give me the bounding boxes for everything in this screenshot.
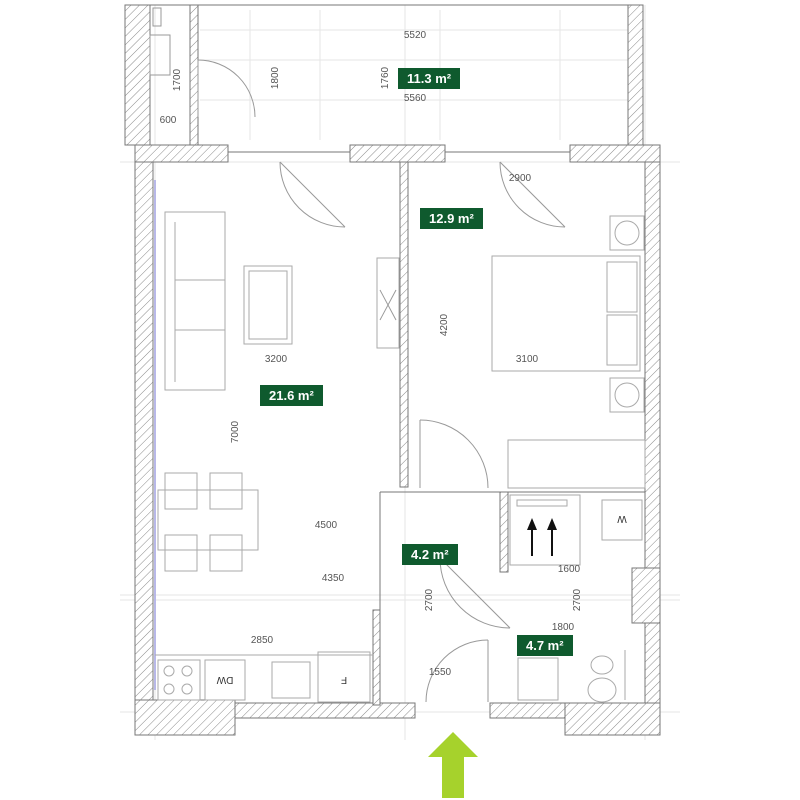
dim-bath-depth: 2700 bbox=[572, 588, 583, 611]
wall-left bbox=[134, 161, 154, 718]
wall-partition-vertical bbox=[399, 161, 409, 488]
wall-top-left bbox=[134, 144, 229, 163]
arrow-up-icon bbox=[547, 518, 557, 556]
fridge-label: F bbox=[341, 674, 347, 685]
wall-top-right bbox=[569, 144, 661, 163]
walls bbox=[134, 144, 661, 736]
area-label-balcony: 11.3 m² bbox=[398, 68, 461, 89]
balcony-storage bbox=[149, 34, 171, 76]
shower-arrows bbox=[527, 518, 557, 556]
kitchen bbox=[155, 651, 373, 703]
washer-label: W bbox=[617, 513, 627, 524]
coffee-table bbox=[243, 265, 293, 345]
wall-right-notch bbox=[631, 567, 661, 624]
wardrobe bbox=[507, 439, 646, 489]
cooktop bbox=[157, 659, 201, 701]
dim-balcony-storage: 600 bbox=[160, 115, 177, 126]
dim-bath-width-low: 1800 bbox=[552, 622, 575, 633]
balcony-door-swing bbox=[197, 59, 256, 118]
balcony-wall-right bbox=[627, 4, 644, 146]
shower bbox=[509, 494, 581, 566]
dim-living-width-low: 4350 bbox=[322, 573, 345, 584]
door-bedroom bbox=[419, 419, 489, 489]
dim-bedroom-depth: 4200 bbox=[439, 313, 450, 336]
bedroom-furniture bbox=[491, 215, 646, 489]
dim-living-width-mid: 4500 bbox=[315, 520, 338, 531]
dining-table bbox=[157, 489, 259, 551]
dim-balcony-width-inner: 5560 bbox=[404, 93, 427, 104]
dishwasher-label: DW bbox=[216, 674, 233, 685]
chair-2 bbox=[209, 472, 243, 510]
wall-right bbox=[644, 161, 661, 718]
wall-bottom-left bbox=[134, 699, 236, 736]
wall-bottom-right bbox=[489, 702, 566, 719]
toilet bbox=[587, 677, 617, 703]
sofa bbox=[164, 211, 226, 391]
chair-3 bbox=[164, 534, 198, 572]
dim-balcony-depth-a: 1700 bbox=[172, 68, 183, 91]
dim-balcony-depth-c: 1760 bbox=[380, 66, 391, 89]
chair-1 bbox=[164, 472, 198, 510]
sink bbox=[271, 661, 311, 699]
tv-unit bbox=[376, 257, 400, 349]
dishwasher bbox=[204, 659, 246, 701]
area-label-bedroom: 12.9 m² bbox=[420, 208, 483, 229]
door-entrance bbox=[425, 639, 489, 703]
balcony-drain bbox=[152, 7, 162, 27]
door-bathroom bbox=[439, 557, 511, 629]
fridge bbox=[317, 651, 371, 703]
dim-kitchen-width: 2850 bbox=[251, 635, 274, 646]
dim-hall-depth: 2700 bbox=[424, 588, 435, 611]
dim-hall-width: 1550 bbox=[429, 667, 452, 678]
area-label-living: 21.6 m² bbox=[260, 385, 323, 406]
wall-hall-left bbox=[372, 609, 381, 706]
balcony-wall-left bbox=[124, 4, 151, 146]
chair-4 bbox=[209, 534, 243, 572]
arrow-up-icon bbox=[527, 518, 537, 556]
dim-bedroom-inner-width: 3100 bbox=[516, 354, 539, 365]
living-furniture bbox=[157, 211, 400, 572]
bathroom-fixtures bbox=[509, 494, 643, 703]
wall-bath-left bbox=[499, 491, 509, 573]
entrance-arrow-icon bbox=[428, 732, 478, 798]
washer bbox=[601, 499, 643, 541]
area-label-hall: 4.2 m² bbox=[402, 544, 458, 565]
dim-living-width-top: 3200 bbox=[265, 354, 288, 365]
wall-bottom-far-right bbox=[564, 702, 661, 736]
dim-bath-width-top: 1600 bbox=[558, 564, 581, 575]
bath-sink bbox=[517, 657, 559, 701]
dimension-labels: 5520 5560 1700 1800 1760 600 2900 4200 3… bbox=[160, 30, 583, 678]
balcony-rail-left bbox=[189, 4, 199, 146]
wall-bottom-mid bbox=[234, 702, 416, 719]
door-balcony-bedroom bbox=[499, 161, 566, 228]
nightstand-top bbox=[609, 215, 645, 251]
door-balcony-living bbox=[279, 161, 346, 228]
wall-top-mid bbox=[349, 144, 446, 163]
doors bbox=[279, 161, 566, 703]
dim-balcony-depth-b: 1800 bbox=[270, 66, 281, 89]
dim-balcony-width-outer: 5520 bbox=[404, 30, 427, 41]
area-label-bathroom: 4.7 m² bbox=[517, 635, 573, 656]
dim-living-depth: 7000 bbox=[230, 420, 241, 443]
bed bbox=[491, 255, 641, 372]
nightstand-bottom bbox=[609, 377, 645, 413]
dim-bedroom-width: 2900 bbox=[509, 173, 532, 184]
